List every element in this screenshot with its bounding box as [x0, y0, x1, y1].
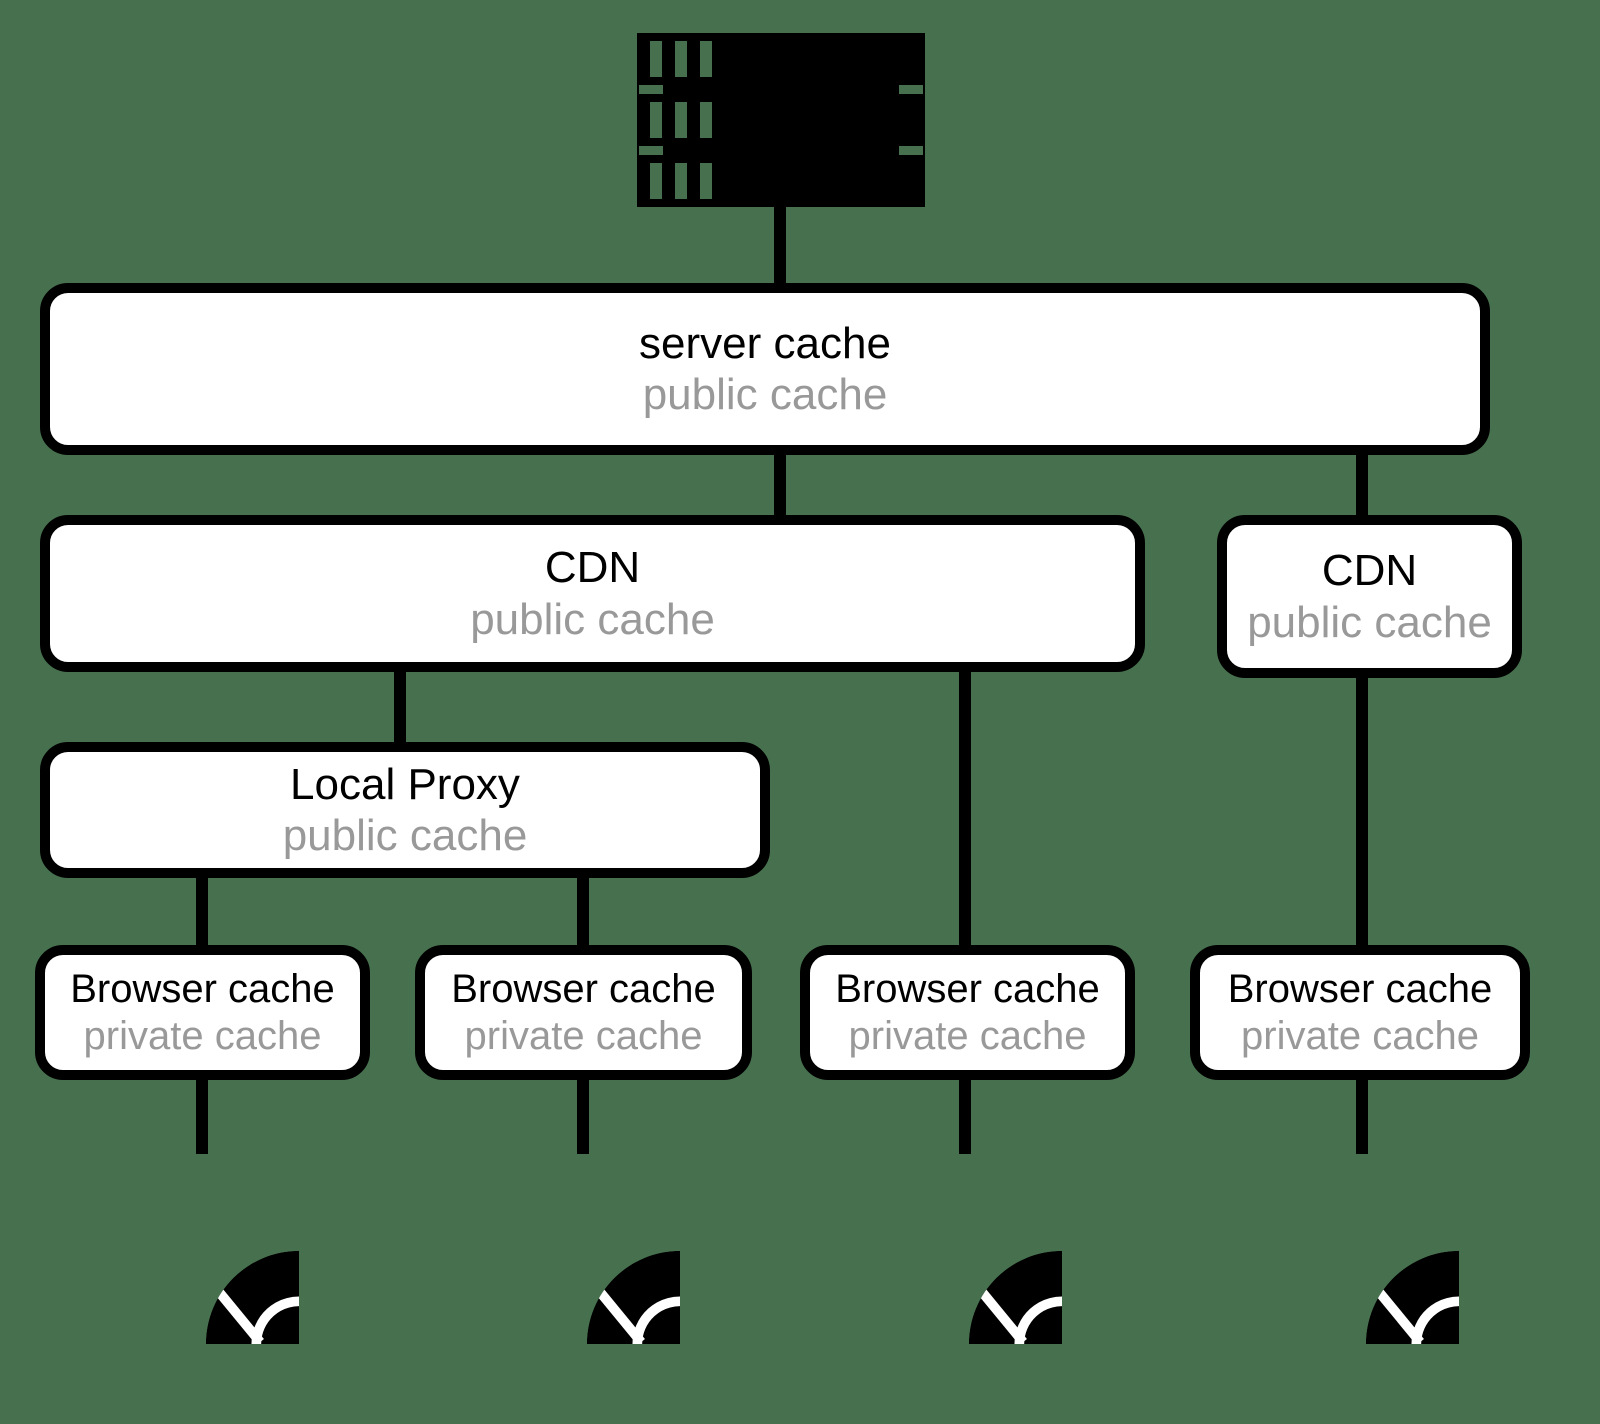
connector-browsercache-4-to-browser — [1356, 1078, 1368, 1154]
connector-servercache-to-cdn-left — [774, 450, 786, 520]
node-browser-cache-3: Browser cache private cache — [800, 945, 1135, 1080]
connector-cdn-to-browsercache-3 — [959, 668, 971, 950]
chrome-browser-icon — [1265, 1150, 1459, 1344]
node-subtitle: public cache — [1247, 597, 1492, 647]
chrome-browser-icon — [868, 1150, 1062, 1344]
node-subtitle: public cache — [642, 370, 888, 419]
connector-localproxy-to-browsercache-2 — [577, 874, 589, 950]
connector-servercache-to-cdn-right — [1356, 450, 1368, 520]
node-cdn-right: CDN public cache — [1217, 515, 1522, 678]
node-title: Local Proxy — [290, 759, 520, 809]
connector-browsercache-2-to-browser — [577, 1078, 589, 1154]
node-title: server cache — [639, 318, 891, 368]
node-title: CDN — [1321, 546, 1418, 596]
node-browser-cache-4: Browser cache private cache — [1190, 945, 1530, 1080]
node-subtitle: private cache — [848, 1013, 1087, 1058]
chrome-browser-icon — [486, 1150, 680, 1344]
connector-cdn-to-localproxy — [394, 668, 406, 746]
node-browser-cache-1: Browser cache private cache — [35, 945, 370, 1080]
node-subtitle: public cache — [470, 594, 715, 644]
node-subtitle: private cache — [464, 1013, 703, 1058]
node-title: Browser cache — [451, 967, 716, 1012]
connector-localproxy-to-browsercache-1 — [196, 874, 208, 950]
node-subtitle: private cache — [83, 1013, 322, 1058]
node-title: Browser cache — [1227, 967, 1493, 1012]
node-title: Browser cache — [835, 967, 1100, 1012]
server-rack-icon — [637, 33, 925, 207]
connector-cdn-to-browsercache-4 — [1356, 674, 1368, 950]
connector-server-to-servercache — [774, 205, 786, 287]
node-local-proxy: Local Proxy public cache — [40, 742, 770, 878]
node-server-cache: server cache public cache — [40, 283, 1490, 455]
chrome-browser-icon — [105, 1150, 299, 1344]
connector-browsercache-1-to-browser — [196, 1078, 208, 1154]
node-subtitle: private cache — [1241, 1013, 1479, 1058]
node-subtitle: public cache — [282, 811, 528, 860]
node-title: Browser cache — [70, 967, 335, 1012]
node-title: CDN — [544, 543, 641, 593]
connector-browsercache-3-to-browser — [959, 1078, 971, 1154]
node-browser-cache-2: Browser cache private cache — [415, 945, 752, 1080]
node-cdn-left: CDN public cache — [40, 515, 1145, 672]
